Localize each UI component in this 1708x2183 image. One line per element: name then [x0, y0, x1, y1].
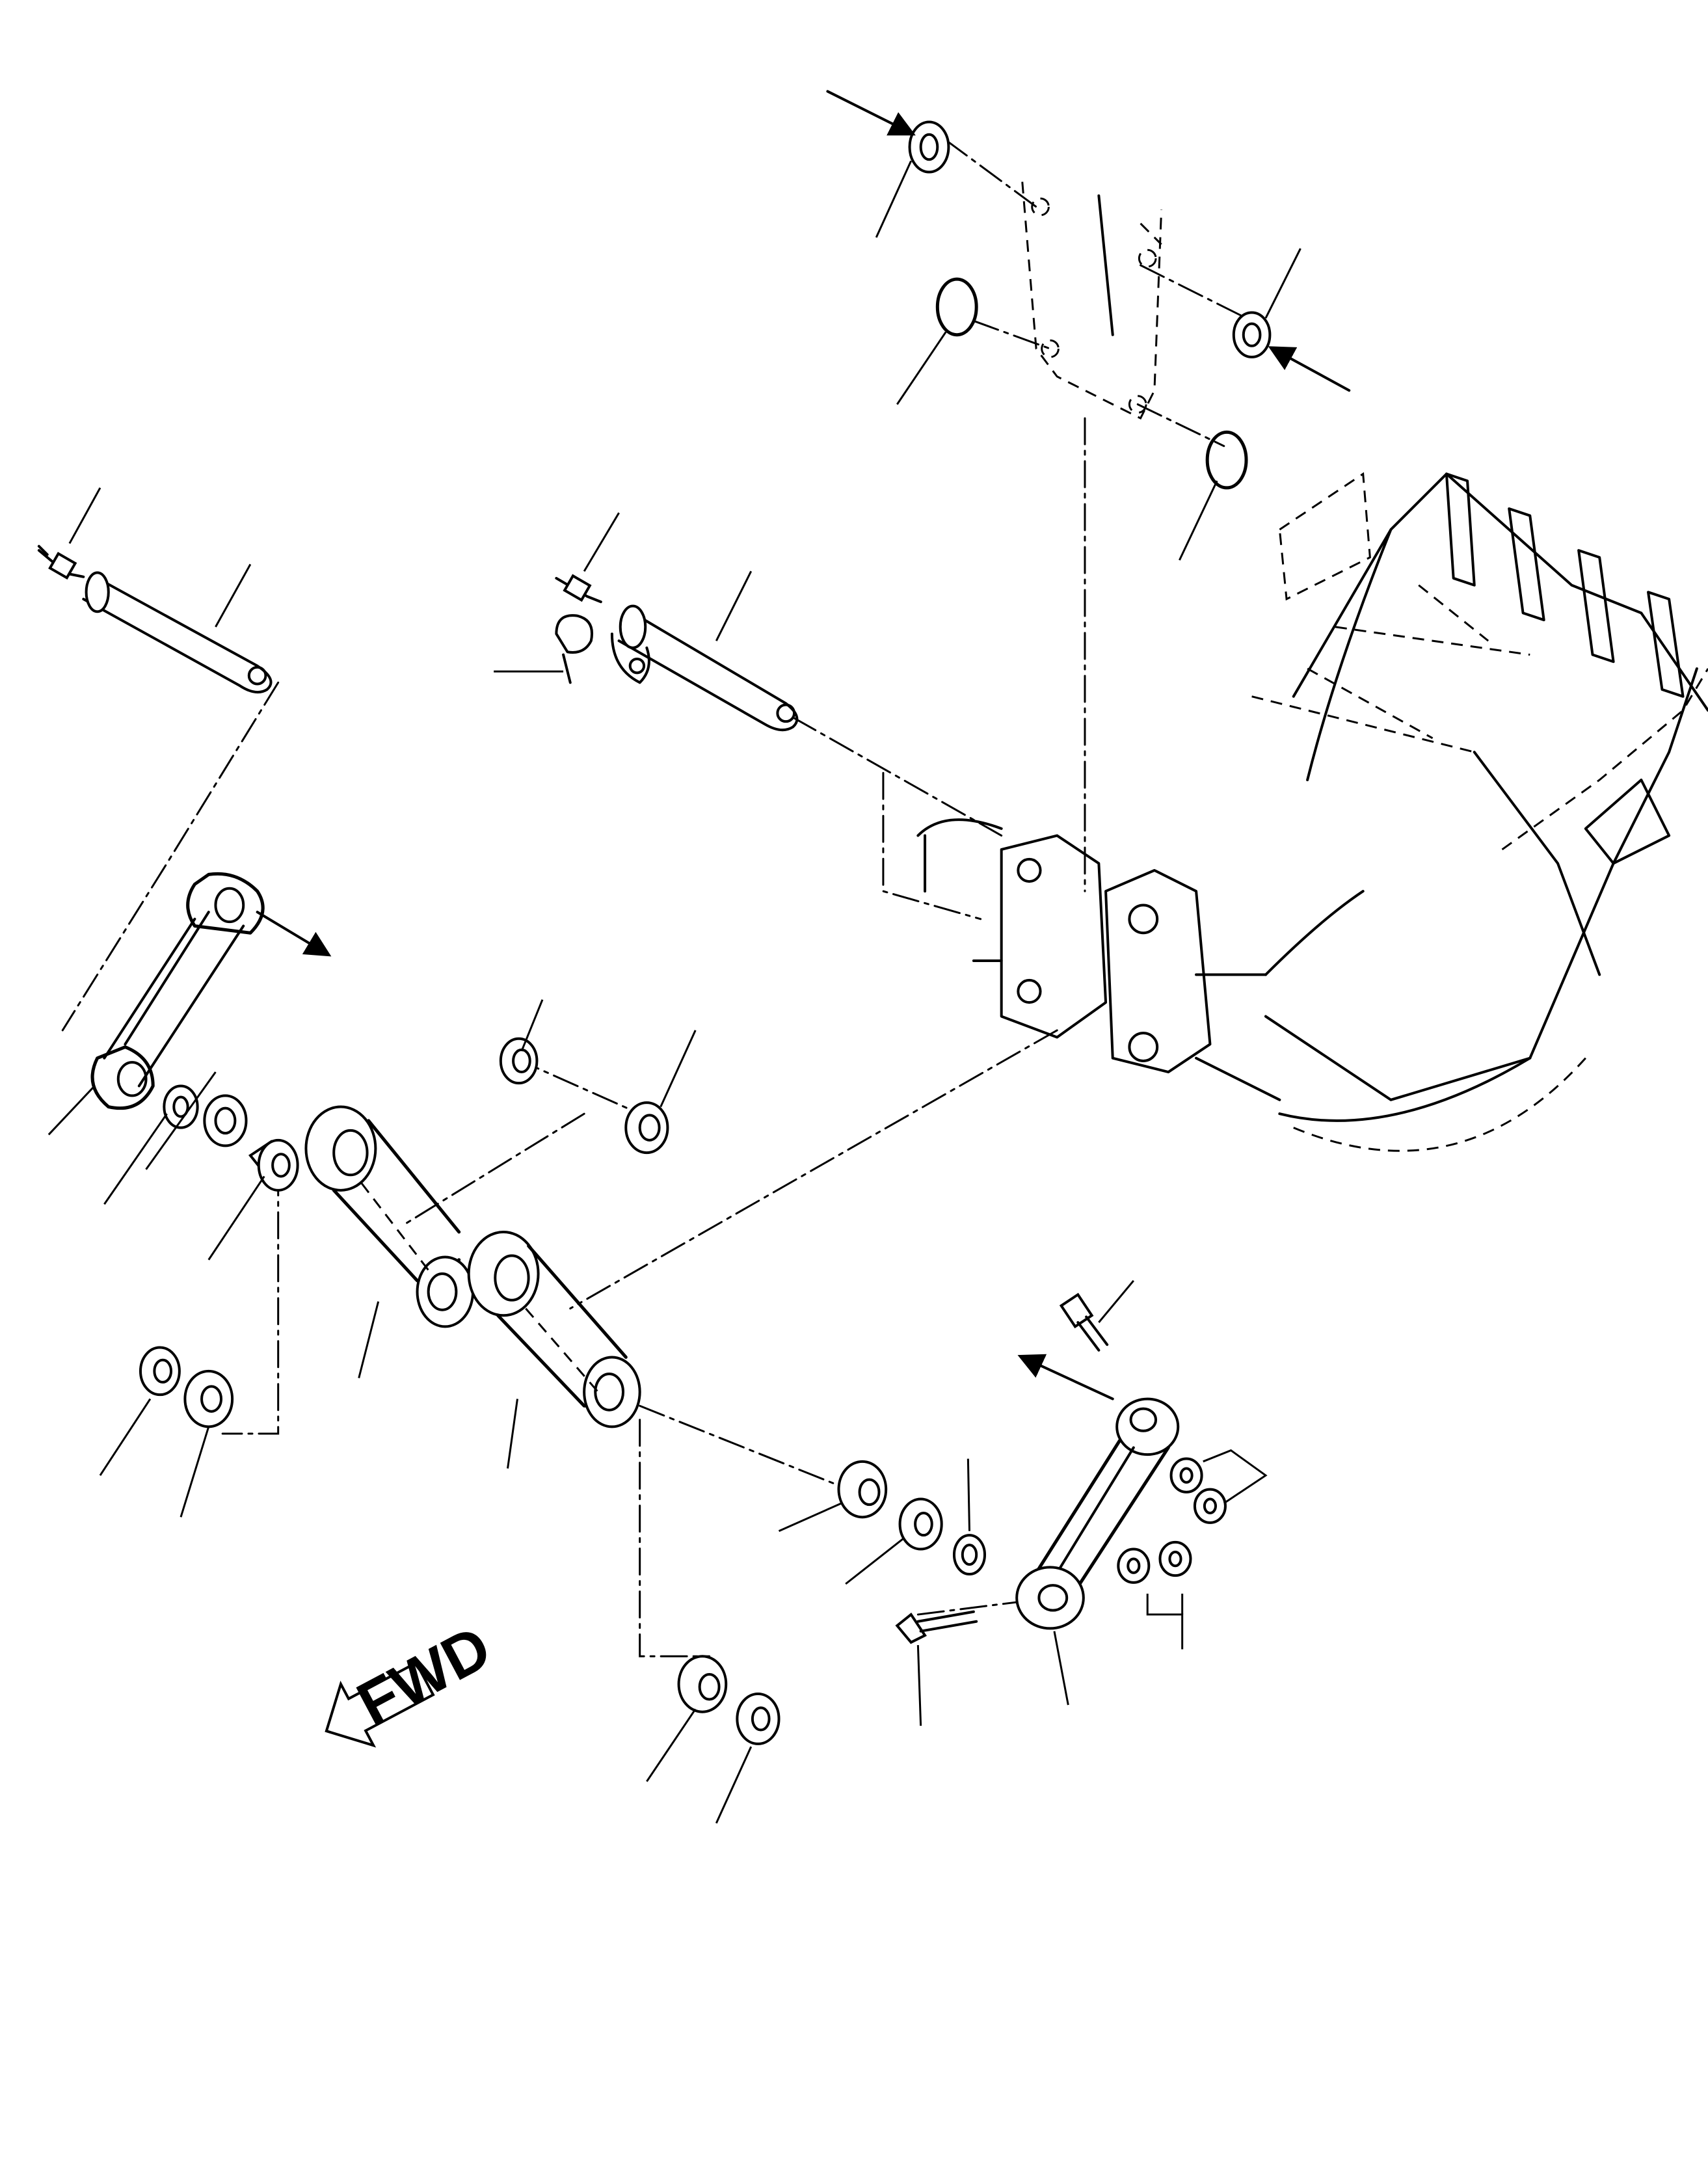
shim-top-right — [1234, 312, 1270, 356]
o-ring-lower — [1207, 432, 1246, 488]
fwd-arrow — [310, 1648, 441, 1762]
seal-right — [900, 1499, 942, 1549]
arrow-shim-top-right — [1262, 343, 1350, 395]
bushing-bottom-left — [185, 1371, 232, 1427]
lock-bolt — [556, 615, 592, 682]
shim-right — [954, 1535, 985, 1574]
pin-center — [612, 606, 797, 730]
link-center-right — [469, 1232, 640, 1426]
bushing-bottom-center — [679, 1656, 727, 1712]
nut-upper-2 — [1195, 1490, 1225, 1523]
link-left — [92, 874, 263, 1108]
link-center-left — [306, 1107, 473, 1327]
bucket — [918, 474, 1708, 1151]
link-right — [1017, 1399, 1178, 1629]
bolt-upper — [1061, 1294, 1108, 1350]
o-ring-upper — [937, 279, 976, 335]
seal-bottom-left — [140, 1347, 180, 1395]
bushing-left — [250, 1140, 298, 1190]
grease-fitting-left — [39, 546, 83, 578]
bushing-right — [838, 1462, 886, 1518]
arrow-link-right — [1012, 1350, 1113, 1399]
spacer-center-lower — [626, 1103, 667, 1153]
arrow-link-left — [258, 907, 337, 960]
nut-upper-1 — [1171, 1459, 1202, 1492]
bolt-lower — [897, 1612, 976, 1642]
pin-left — [83, 572, 271, 692]
leader-lines — [49, 161, 1301, 1823]
nut-lower-1 — [1118, 1549, 1149, 1583]
seal-bottom-center — [737, 1694, 779, 1744]
arm-bracket — [946, 140, 1251, 891]
seal-left — [204, 1095, 246, 1145]
arrow-shim-top-left — [827, 88, 921, 139]
spacer-center-upper — [501, 1039, 537, 1083]
shim-top-left — [910, 122, 949, 172]
fwd-label: FWD — [346, 1613, 501, 1738]
shim-left — [164, 1086, 197, 1127]
nut-lower-2 — [1160, 1542, 1190, 1575]
grease-fitting-center — [556, 576, 600, 602]
